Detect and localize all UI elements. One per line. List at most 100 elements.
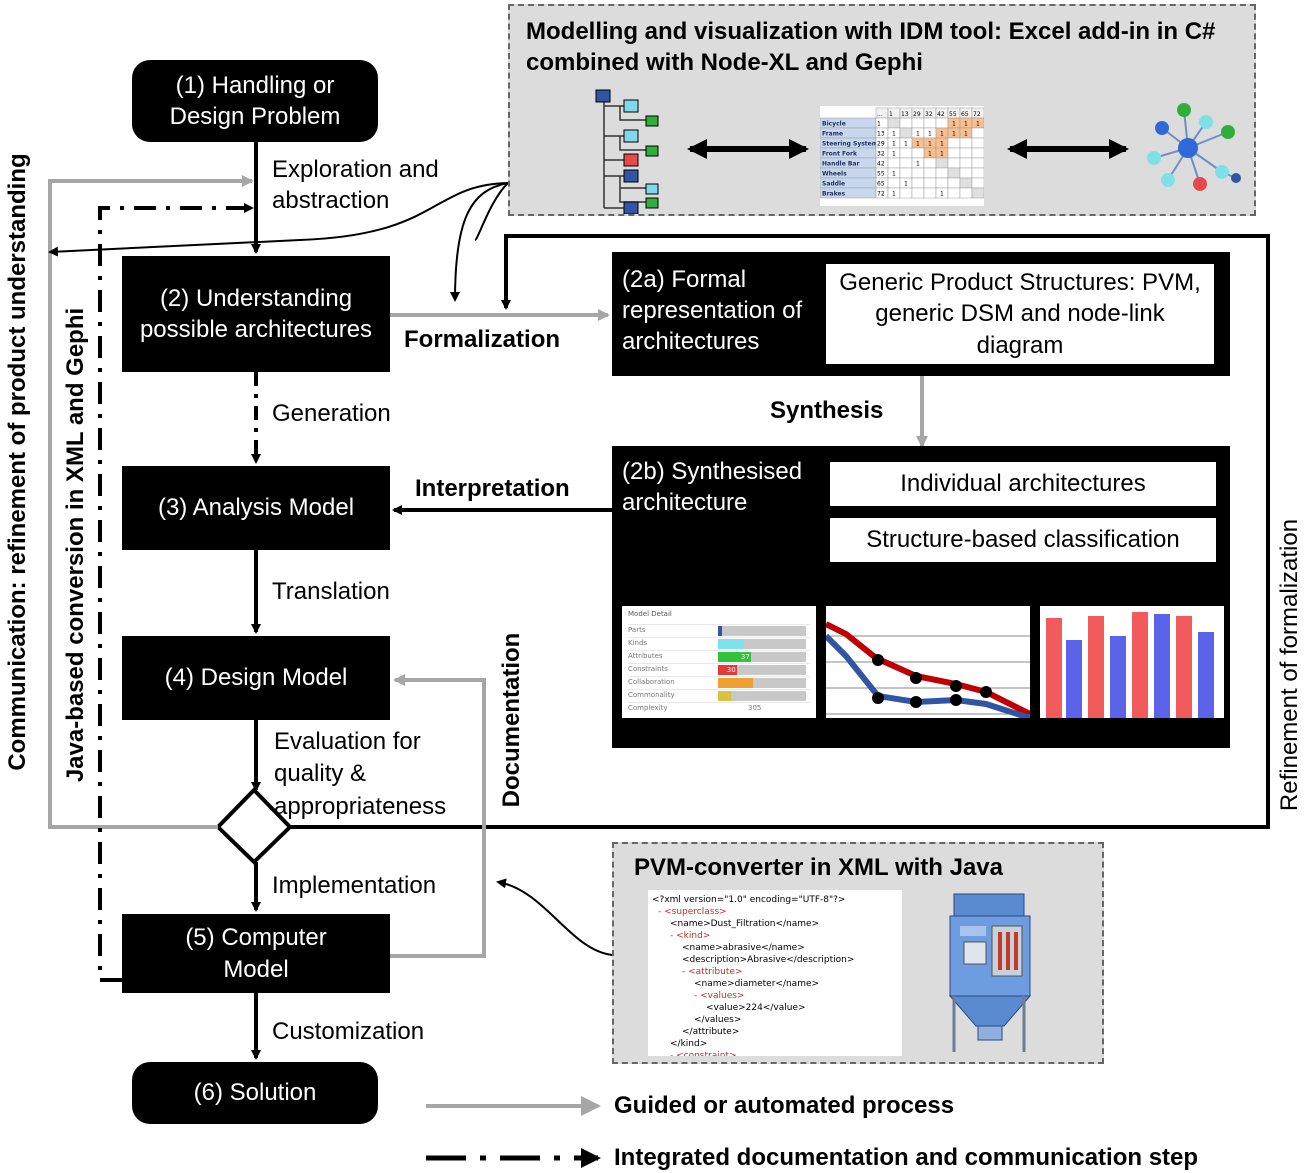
node-handling-design-problem: (1) Handling or Design Problem xyxy=(132,60,378,142)
node-computer-model: (5) Computer Model xyxy=(122,914,390,993)
dsm-cell-mark: 1 xyxy=(892,141,896,148)
dsm-cell xyxy=(923,177,937,189)
dsm-cell xyxy=(959,177,973,189)
dsm-cell-mark: 1 xyxy=(976,121,980,128)
idm-curve-mid xyxy=(450,182,509,302)
dsm-cell xyxy=(947,147,961,159)
xml-line: - <attribute> xyxy=(682,967,743,977)
model-detail-row: Collaboration xyxy=(628,676,810,689)
dsm-cell xyxy=(947,137,961,149)
xml-line: <name>abrasive</name> xyxy=(682,943,805,953)
model-detail-row: Commonality xyxy=(628,689,810,702)
xml-code-snippet: <?xml version="1.0" encoding="UTF-8"?>- … xyxy=(648,890,902,1056)
label-synthesis: Synthesis xyxy=(770,397,884,424)
dsm-header-label: 29 xyxy=(913,111,921,118)
dsm-cell xyxy=(947,167,961,179)
dsm-cell xyxy=(923,157,937,169)
label-implementation: Implementation xyxy=(272,872,437,899)
dsm-cell-mark: 1 xyxy=(940,151,944,158)
model-detail-bar xyxy=(718,626,806,636)
label-exploration: Exploration and abstraction xyxy=(272,156,439,215)
xml-line: <name>diameter</name> xyxy=(694,979,820,989)
dsm-header-label: 32 xyxy=(925,111,933,118)
model-detail-bar-value: 37 xyxy=(740,653,750,661)
dsm-cell xyxy=(911,147,925,159)
dsm-cell xyxy=(947,187,961,199)
synthesised-architecture-label: (2b) Synthesised architecture xyxy=(622,458,803,517)
dsm-cell xyxy=(923,167,937,179)
node-analysis-model: (3) Analysis Model xyxy=(122,466,390,550)
formal-representation-label: (2a) Formal representation of architectu… xyxy=(622,266,803,356)
dsm-header-label: 72 xyxy=(973,111,981,118)
dsm-row-name: Wheels xyxy=(822,171,847,178)
communication-loop xyxy=(48,175,254,829)
dsm-cell xyxy=(887,177,901,189)
model-detail-bar-value: 30 xyxy=(726,666,736,674)
structure-classification-box: Structure-based classification xyxy=(830,518,1216,562)
dsm-cell xyxy=(899,157,913,169)
node-understanding-architectures: (2) Understanding possible architectures xyxy=(122,256,390,372)
model-detail-bar: 30 xyxy=(718,665,806,675)
dsm-cell xyxy=(923,117,937,129)
idm-panel-title: Modelling and visualization with IDM too… xyxy=(526,18,1216,77)
network-graph-thumbnail xyxy=(1147,103,1241,191)
legend-guided-label: Guided or automated process xyxy=(614,1092,955,1119)
bar-chart-thumbnail xyxy=(1040,606,1224,718)
dsm-cell-mark: 1 xyxy=(892,151,896,158)
dsm-cell-mark: 1 xyxy=(952,121,956,128)
dsm-cell xyxy=(959,167,973,179)
dsm-header-label: 65 xyxy=(961,111,969,118)
model-detail-row-label: Attributes xyxy=(628,652,663,660)
dsm-cell xyxy=(899,187,913,199)
line-chart-thumbnail xyxy=(826,606,1030,718)
xml-line: <name>Dust_Filtration</name> xyxy=(670,919,820,929)
model-detail-bar-fill xyxy=(718,652,752,662)
dsm-cell xyxy=(911,117,925,129)
xml-line: - <constraint> xyxy=(670,1051,737,1056)
dsm-header-label: 55 xyxy=(949,111,957,118)
label-translation: Translation xyxy=(272,578,390,605)
dsm-row-id: 42 xyxy=(877,161,885,168)
dsm-cell-mark: 1 xyxy=(916,131,920,138)
xml-line: - <values> xyxy=(694,991,745,1001)
dsm-cell xyxy=(935,157,949,169)
dsm-cell-mark: 1 xyxy=(904,141,908,148)
model-detail-row-label: Parts xyxy=(628,626,646,634)
dsm-cell-mark: 1 xyxy=(892,171,896,178)
java-conversion-loop xyxy=(98,203,254,982)
node-design-model: (4) Design Model xyxy=(122,636,390,720)
refinement-loop xyxy=(290,234,1270,829)
dsm-row-name: Front Fork xyxy=(822,151,858,158)
dsm-cell-mark: 1 xyxy=(916,141,920,148)
model-detail-complexity-value: 305 xyxy=(748,704,762,712)
dust-filter-illustration xyxy=(948,893,1032,1052)
dsm-cell-mark: 1 xyxy=(892,131,896,138)
label-refinement: Refinement of formalization xyxy=(1276,518,1303,812)
dsm-cell xyxy=(899,127,913,139)
dsm-cell-mark: 1 xyxy=(928,141,932,148)
node-synthesised-architecture: (2b) Synthesised architecture Individual… xyxy=(612,446,1230,748)
dsm-row-id: 13 xyxy=(877,131,885,138)
dsm-cell-mark: 1 xyxy=(928,151,932,158)
model-detail-bar-fill xyxy=(718,626,723,636)
generic-product-structures-box: Generic Product Structures: PVM, generic… xyxy=(826,264,1214,364)
double-arrow-right xyxy=(1007,139,1129,159)
xml-line: </kind> xyxy=(670,1039,708,1049)
dsm-row-id: 29 xyxy=(877,141,885,148)
dsm-cell xyxy=(899,117,913,129)
dsm-cell xyxy=(971,127,985,139)
dsm-cell-mark: 1 xyxy=(916,161,920,168)
dsm-cell xyxy=(959,187,973,199)
label-java-conversion: Java-based conversion in XML and Gephi xyxy=(62,307,89,783)
dsm-cell xyxy=(935,167,949,179)
dsm-cell xyxy=(971,177,985,189)
label-documentation: Documentation xyxy=(498,632,525,808)
dsm-cell xyxy=(887,117,901,129)
pvm-panel-title: PVM-converter in XML with Java xyxy=(634,854,1003,881)
node-formal-representation: (2a) Formal representation of architectu… xyxy=(612,252,1230,376)
